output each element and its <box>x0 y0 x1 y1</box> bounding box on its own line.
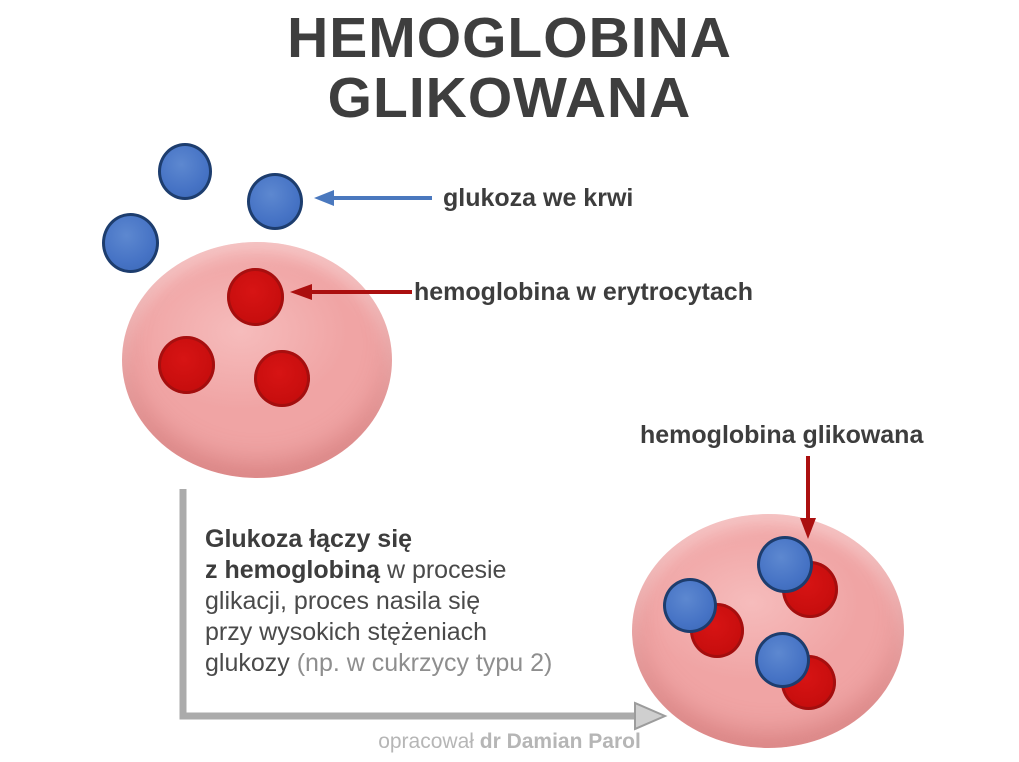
glucose-molecule-bound <box>755 632 810 688</box>
credit-author: dr Damian Parol <box>479 730 641 753</box>
title-line-2: GLIKOWANA <box>327 66 692 130</box>
description-line: z hemoglobiną w procesie <box>205 555 635 586</box>
credit-line: opracował dr Damian Parol <box>0 730 1019 754</box>
page-title: HEMOGLOBINA GLIKOWANA <box>0 8 1019 128</box>
glucose-molecule <box>247 173 303 230</box>
hemoglobin-molecule <box>254 350 310 407</box>
description-paragraph: Glukoza łączy się z hemoglobiną w proces… <box>205 524 635 679</box>
glucose-molecule <box>102 213 159 273</box>
glucose-molecule <box>158 143 212 200</box>
description-line: Glukoza łączy się <box>205 524 635 555</box>
hemoglobin-molecule <box>227 268 284 326</box>
glucose-molecule-bound <box>757 536 813 593</box>
glycated-hemoglobin-label: hemoglobina glikowana <box>640 421 924 449</box>
credit-prefix: opracował <box>378 730 480 753</box>
glucose-arrow <box>314 190 432 206</box>
description-muted-text: (np. w cukrzycy typu 2) <box>296 649 553 677</box>
hemoglobin-label: hemoglobina w erytrocytach <box>414 278 753 306</box>
description-line: glikacji, proces nasila się <box>205 587 481 615</box>
description-regular-text: w procesie <box>380 556 507 584</box>
description-regular-text: glukozy <box>205 649 297 677</box>
hemoglobin-molecule <box>158 336 215 394</box>
glucose-molecule-bound <box>663 578 717 633</box>
glucose-label: glukoza we krwi <box>443 184 634 212</box>
description-line: glukozy (np. w cukrzycy typu 2) <box>205 648 635 679</box>
description-bold-text: z hemoglobiną <box>205 556 380 584</box>
description-line: przy wysokich stężeniach <box>205 618 488 646</box>
description-bold-text: Glukoza łączy się <box>205 525 413 553</box>
title-line-1: HEMOGLOBINA <box>287 6 732 70</box>
